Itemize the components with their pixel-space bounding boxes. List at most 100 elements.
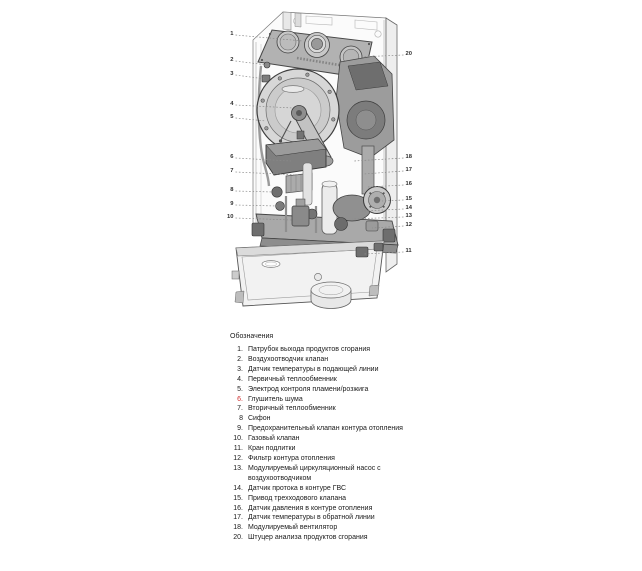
legend-item-number: 1. <box>237 346 243 353</box>
callout-7: 7 <box>230 167 234 174</box>
legend-item-number: 16. <box>233 504 243 512</box>
legend-item-number: 12. <box>233 454 243 462</box>
legend-item-text: Глушитель шума <box>248 395 303 403</box>
legend-items: 1. Патрубок выхода продуктов сгорания 2.Во… <box>230 345 475 543</box>
legend-item: 3.Датчик температуры в подающей линии <box>230 365 475 375</box>
legend-item-text: Датчик протока в контуре ГВС <box>248 484 347 492</box>
legend-item-text: Привод трехходового клапана <box>248 494 347 502</box>
legend-item: 4. Первичный теплообменник <box>230 375 475 385</box>
legend-item-text: Патрубок выхода продуктов сгорания <box>248 346 371 353</box>
legend-item-number: 11. <box>233 445 243 453</box>
legend-item: 16. Датчик давления в контуре отопления <box>230 504 475 514</box>
leader-line-1 <box>235 34 304 42</box>
legend-item-number: 6. <box>237 395 243 403</box>
leader-line-15 <box>381 199 404 202</box>
callout-14: 14 <box>405 204 412 211</box>
legend-item-number: 10. <box>233 435 243 443</box>
callout-17: 17 <box>405 166 412 173</box>
leader-line-7 <box>235 171 300 176</box>
legend: Обозначения 1. Патрубок выхода продуктов … <box>230 332 475 543</box>
legend-item-number: 18. <box>233 524 243 532</box>
callout-9: 9 <box>230 200 234 207</box>
legend-item-number: 13. <box>233 464 243 472</box>
legend-item: 5. Электрод контроля пламени/розжига <box>230 385 475 395</box>
legend-item-number: 8 <box>239 415 243 423</box>
legend-item-number: 4. <box>237 375 243 383</box>
legend-item-number: 5. <box>237 385 243 393</box>
legend-item-number: 3. <box>237 365 243 373</box>
callout-4: 4 <box>230 100 234 107</box>
leader-line-16 <box>367 184 404 188</box>
filling-tap <box>355 246 369 258</box>
legend-item-number: 20. <box>233 534 243 542</box>
flow-temp-sensor <box>261 74 271 83</box>
legend-item-text: Модулируемый циркуляционный насос с возд… <box>248 464 381 482</box>
callout-10: 10 <box>227 213 234 220</box>
legend-item-text: Первичный теплообменник <box>248 375 337 383</box>
legend-item-text: Кран подлитки <box>248 445 296 453</box>
heating-filter <box>365 220 379 232</box>
legend-item: 17. Датчик температуры в обратной линии <box>230 513 475 523</box>
leader-line-9 <box>235 204 278 207</box>
legend-item: 11. Кран подлитки <box>230 444 475 454</box>
three-way-valve <box>334 217 348 231</box>
legend-item-number: 15. <box>233 494 243 502</box>
control-panel <box>231 240 385 309</box>
legend-item-text: Электрод контроля пламени/розжига <box>248 385 369 393</box>
legend-item-number: 7. <box>237 405 243 413</box>
legend-item-text: Вторичный теплообменник <box>248 405 336 413</box>
legend-item: 12. Фильтр контура отопления <box>230 454 475 464</box>
leader-line-14 <box>361 208 404 212</box>
legend-item: 18. Модулируемый вентилятор <box>230 523 475 533</box>
legend-item-text: Газовый клапан <box>248 435 300 443</box>
legend-item: 8 Сифон <box>230 414 475 424</box>
legend-item: 9.Предохранительный клапан контура отопл… <box>230 424 475 434</box>
leader-line-4 <box>235 104 294 109</box>
legend-item-number: 2. <box>237 355 243 363</box>
legend-item: 10. Газовый клапан <box>230 434 475 444</box>
legend-item-text: Сифон <box>248 415 271 423</box>
callout-20: 20 <box>405 50 412 57</box>
legend-item-text: Модулируемый вентилятор <box>248 524 338 532</box>
callout-1: 1 <box>230 30 234 37</box>
safety-valve <box>275 201 285 211</box>
leader-line-6 <box>235 157 292 162</box>
callout-2: 2 <box>230 56 234 63</box>
callout-leader-lines <box>235 34 404 255</box>
callout-3: 3 <box>230 70 234 77</box>
legend-item-text: Фильтр контура отопления <box>248 454 335 462</box>
legend-item: 14.Датчик протока в контуре ГВС <box>230 484 475 494</box>
siphon-and-cylinders <box>302 162 338 235</box>
callout-5: 5 <box>230 113 234 120</box>
legend-item: 20. Штуцер анализа продуктов сгорания <box>230 533 475 543</box>
primary-heat-exchanger <box>256 68 340 167</box>
leader-line-8 <box>235 190 274 193</box>
legend-item-text: Предохранительный клапан контура отоплен… <box>248 425 403 433</box>
callout-16: 16 <box>405 180 412 187</box>
callout-13: 13 <box>405 212 412 219</box>
ignition-electrode <box>280 120 292 141</box>
legend-item: 15. Привод трехходового клапана <box>230 494 475 504</box>
legend-item: 2.Воздухоотводчик клапан <box>230 355 475 365</box>
callout-18: 18 <box>405 153 412 160</box>
leader-line-20 <box>358 54 404 58</box>
callout-8: 8 <box>230 186 234 193</box>
callout-11: 11 <box>405 247 412 254</box>
legend-item-text: Штуцер анализа продуктов сгорания <box>248 534 368 542</box>
legend-title: Обозначения <box>230 333 274 340</box>
legend-item-text: Датчик температуры в обратной линии <box>248 514 375 522</box>
leader-line-10 <box>235 217 293 221</box>
legend-item: 7. Вторичный теплообменник <box>230 404 475 414</box>
callout-15: 15 <box>405 195 412 202</box>
leader-line-18 <box>353 157 404 162</box>
legend-item-text: Датчик давления в контуре отопления <box>248 504 373 512</box>
legend-item: 13. Модулируемый циркуляционный насос с в… <box>230 464 475 484</box>
gas-valve <box>291 205 310 227</box>
legend-item: 1. Патрубок выхода продуктов сгорания <box>230 345 475 355</box>
legend-item-number: 17. <box>233 514 243 522</box>
callout-6: 6 <box>230 153 234 160</box>
legend-item: 6. Глушитель шума <box>230 395 475 405</box>
callout-12: 12 <box>405 221 412 228</box>
